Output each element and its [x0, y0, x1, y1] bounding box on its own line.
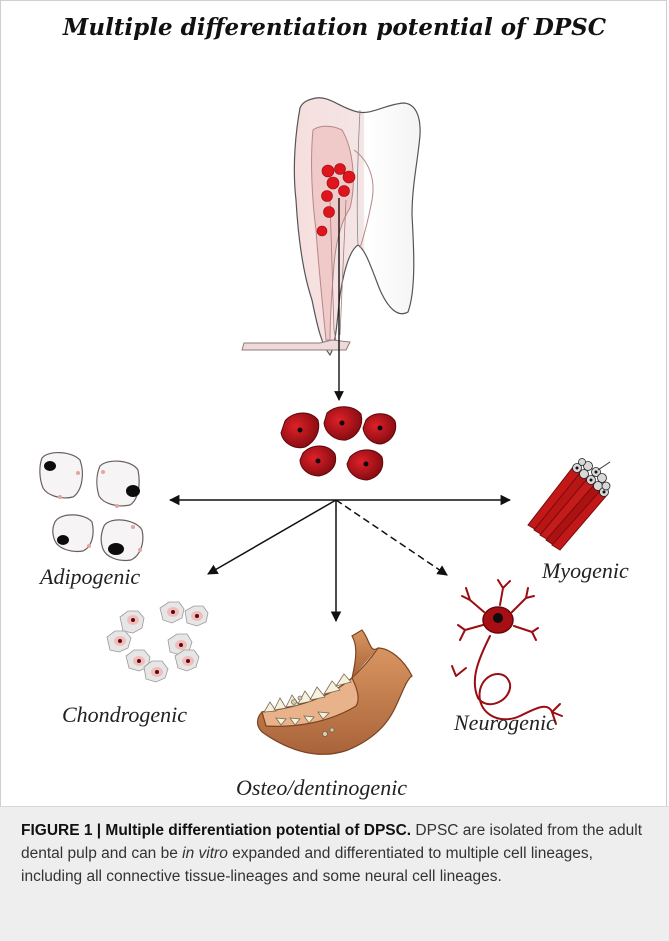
differentiation-arrows: [170, 500, 510, 621]
tooth-illustration: [242, 98, 420, 400]
neuron-cell: [452, 580, 562, 724]
label-chondrogenic: Chondrogenic: [62, 702, 187, 728]
figure-caption: FIGURE 1 | Multiple differentiation pote…: [0, 806, 669, 941]
chondrocyte-cells: [107, 602, 208, 682]
label-neurogenic: Neurogenic: [454, 710, 556, 736]
dpsc-cells: [281, 407, 396, 480]
label-osteo-dentinogenic: Osteo/dentinogenic: [236, 775, 407, 801]
caption-label: FIGURE 1 | Multiple differentiation pote…: [21, 822, 411, 839]
caption-text-italic: in vitro: [182, 845, 228, 862]
label-myogenic: Myogenic: [542, 558, 629, 584]
mandible-illustration: [258, 630, 413, 754]
adipocyte-cells: [40, 453, 143, 561]
diagram-canvas: [0, 0, 669, 805]
label-adipogenic: Adipogenic: [40, 564, 140, 590]
muscle-fiber-bundle: [528, 459, 610, 551]
